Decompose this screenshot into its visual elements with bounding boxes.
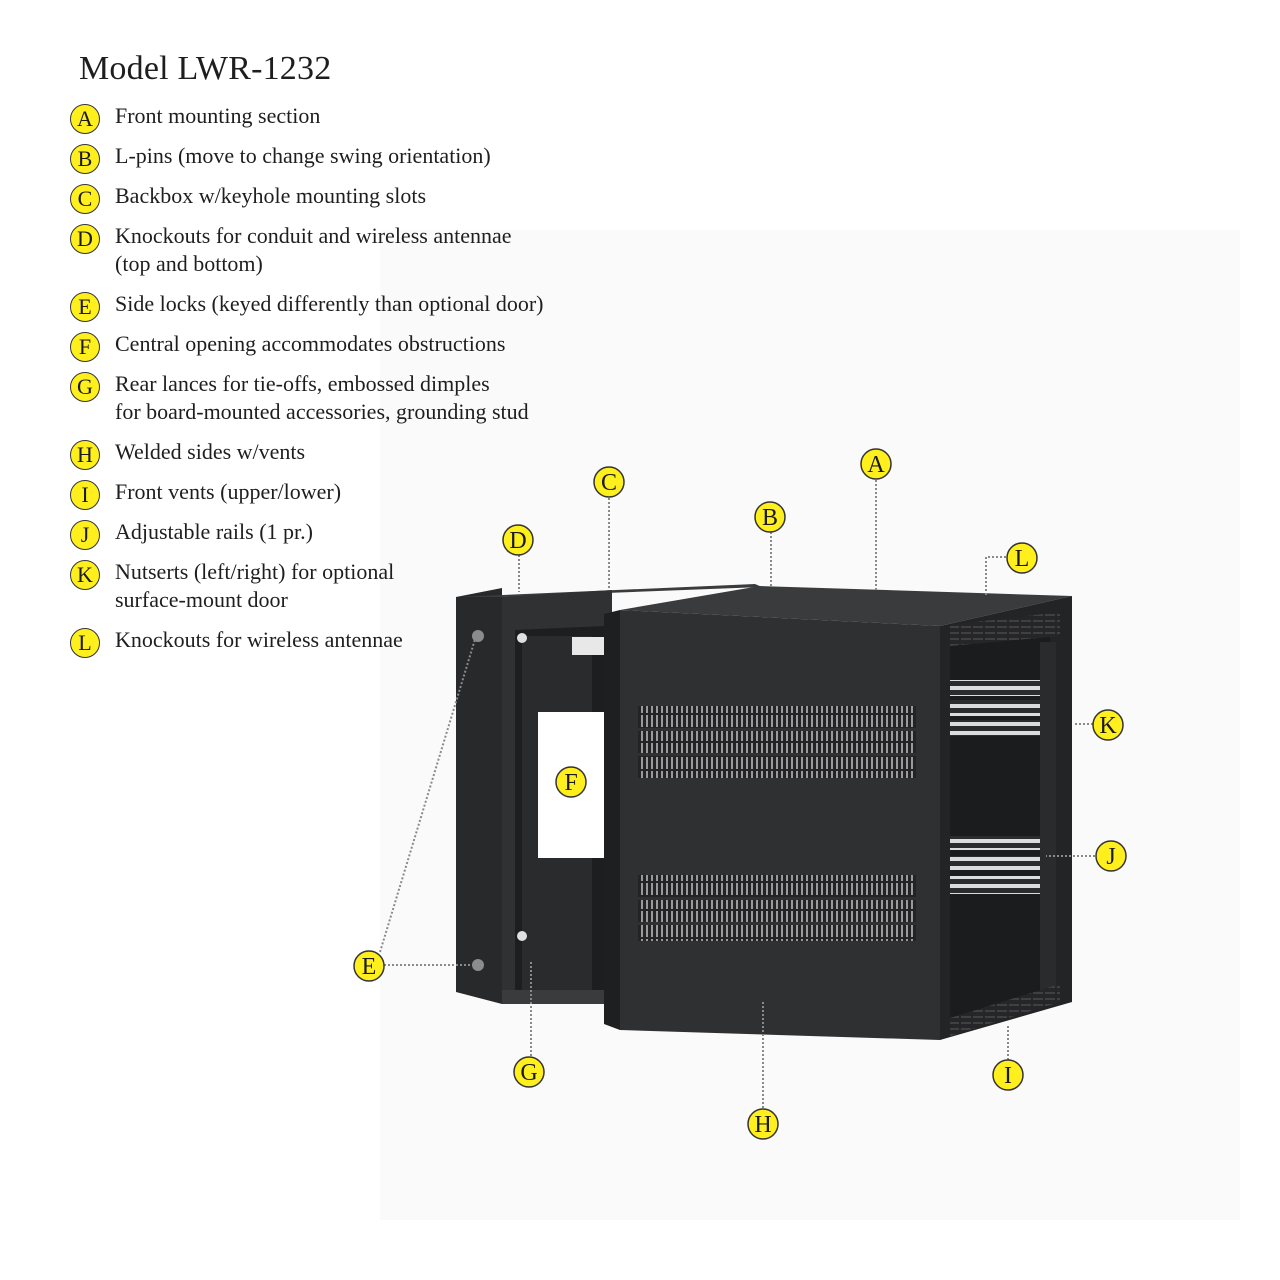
callout-g: G [513,1056,545,1088]
callout-d: D [502,524,534,556]
legend-line: Backbox w/keyhole mounting slots [115,183,427,208]
legend-line: (top and bottom) [115,251,263,276]
legend-text-c: Backbox w/keyhole mounting slots [115,182,426,210]
legend-line: Central opening accommodates obstruction… [115,331,506,356]
leader-line-e2 [379,635,477,953]
callout-j: J [1095,840,1127,872]
legend-line: Nutserts (left/right) for optional [115,559,395,584]
callout-label-d: D [509,528,526,554]
legend-badge-j: J [70,520,100,550]
legend-item-f: F Central opening accommodates obstructi… [70,330,505,362]
legend-text-h: Welded sides w/vents [115,438,305,466]
front-section [604,586,1072,1040]
leader-lines [379,480,1095,1108]
legend-text-a: Front mounting section [115,102,320,130]
callout-label-j: J [1106,844,1115,870]
legend-text-l: Knockouts for wireless antennae [115,626,403,654]
legend-line: Front vents (upper/lower) [115,479,342,504]
callout-label-k: K [1099,713,1117,739]
callout-label-h: H [754,1112,771,1138]
legend-badge-l: L [70,628,100,658]
legend-line: Front mounting section [115,103,321,128]
callout-i: I [992,1059,1024,1091]
legend-item-l: L Knockouts for wireless antennae [70,626,403,658]
callout-label-e: E [362,954,377,980]
legend-text-k: Nutserts (left/right) for optional surfa… [115,558,394,614]
legend-item-a: A Front mounting section [70,102,320,134]
legend-line: for board-mounted accessories, grounding… [115,399,529,424]
callout-label-i: I [1004,1063,1012,1089]
callout-label-f: F [564,770,577,796]
legend-text-j: Adjustable rails (1 pr.) [115,518,313,546]
legend-item-c: C Backbox w/keyhole mounting slots [70,182,426,214]
legend-item-h: H Welded sides w/vents [70,438,305,470]
legend-text-i: Front vents (upper/lower) [115,478,341,506]
legend-line: Welded sides w/vents [115,439,306,464]
callout-b: B [754,501,786,533]
legend-item-g: G Rear lances for tie-offs, embossed dim… [70,370,529,426]
legend-line: Knockouts for wireless antennae [115,627,403,652]
legend-badge-i: I [70,480,100,510]
legend-line: Adjustable rails (1 pr.) [115,519,313,544]
legend-line: Knockouts for conduit and wireless anten… [115,223,512,248]
callout-label-a: A [867,452,885,478]
legend-line: surface-mount door [115,587,288,612]
callout-a: A [860,448,892,480]
callout-label-c: C [601,470,617,496]
callout-k: K [1092,709,1124,741]
legend-item-d: D Knockouts for conduit and wireless ant… [70,222,512,278]
callout-e: E [353,950,385,982]
callout-h: H [747,1108,779,1140]
backbox [456,584,762,1004]
legend-badge-f: F [70,332,100,362]
legend-badge-k: K [70,560,100,590]
legend-line: L-pins (move to change swing orientation… [115,143,491,168]
legend-text-e: Side locks (keyed differently than optio… [115,290,543,318]
legend-text-f: Central opening accommodates obstruction… [115,330,505,358]
legend-item-b: B L-pins (move to change swing orientati… [70,142,491,174]
callout-label-l: L [1015,546,1030,572]
legend-badge-g: G [70,372,100,402]
legend-badge-e: E [70,292,100,322]
legend-badge-a: A [70,104,100,134]
legend-line: Rear lances for tie-offs, embossed dimpl… [115,371,490,396]
legend-item-e: E Side locks (keyed differently than opt… [70,290,543,322]
legend-item-k: K Nutserts (left/right) for optional sur… [70,558,394,614]
leader-line-l [985,556,1006,596]
legend-item-i: I Front vents (upper/lower) [70,478,341,510]
legend-badge-c: C [70,184,100,214]
callout-label-b: B [762,505,778,531]
legend-item-j: J Adjustable rails (1 pr.) [70,518,313,550]
callout-c: C [593,466,625,498]
page-title: Model LWR-1232 [79,50,332,87]
legend-line: Side locks (keyed differently than optio… [115,291,544,316]
callout-l: L [1006,542,1038,574]
legend-text-g: Rear lances for tie-offs, embossed dimpl… [115,370,529,426]
legend-badge-b: B [70,144,100,174]
legend-badge-h: H [70,440,100,470]
legend-badge-d: D [70,224,100,254]
callout-f: F [555,766,587,798]
legend-text-d: Knockouts for conduit and wireless anten… [115,222,512,278]
callout-label-g: G [520,1060,537,1086]
legend-text-b: L-pins (move to change swing orientation… [115,142,491,170]
